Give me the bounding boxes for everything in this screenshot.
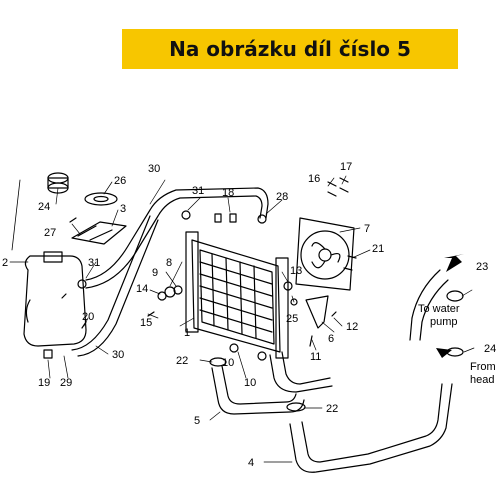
- fastener-18b: [229, 213, 237, 223]
- callout-23: 23: [476, 261, 488, 273]
- callout-10-top: 10: [222, 357, 234, 369]
- callout-labels: 1 2 3 4 5 6 7 8 9 10 10 11 12 13 14 15 1…: [2, 161, 496, 469]
- callout-10-bottom: 10: [244, 377, 256, 389]
- note-from-head-line1: From: [470, 361, 496, 373]
- screw-12: [331, 311, 337, 317]
- hose-clamp-22-right: [286, 402, 306, 412]
- callout-12: 12: [346, 321, 358, 333]
- callout-7: 7: [364, 223, 370, 235]
- callout-28: 28: [276, 191, 288, 203]
- lower-hose-5: [211, 351, 333, 415]
- grommet-10a: [229, 343, 239, 353]
- callout-22-left: 22: [176, 355, 188, 367]
- callout-20: 20: [82, 311, 94, 323]
- expansion-tank: [23, 251, 87, 347]
- callout-2: 2: [2, 257, 8, 269]
- callout-13: 13: [290, 265, 302, 277]
- callout-22-right: 22: [326, 403, 338, 415]
- callout-6: 6: [328, 333, 334, 345]
- callout-8: 8: [166, 257, 172, 269]
- clamp-31-top: [181, 210, 191, 220]
- callout-30-top: 30: [148, 163, 160, 175]
- leader-lines: [9, 175, 475, 463]
- callout-5: 5: [194, 415, 200, 427]
- screw-25: [290, 298, 298, 306]
- callout-26: 26: [114, 175, 126, 187]
- screws-21: [343, 255, 357, 271]
- callout-21: 21: [372, 243, 384, 255]
- washer-14: [157, 291, 167, 301]
- callout-19: 19: [38, 377, 50, 389]
- hose-clamp-23: [446, 290, 464, 302]
- callout-11: 11: [310, 351, 321, 363]
- clamp-31-tank: [77, 279, 87, 289]
- overflow-hose-30: [71, 187, 269, 357]
- tank-bracket: [71, 221, 127, 245]
- callout-14: 14: [136, 283, 148, 295]
- grommet-9: [173, 285, 183, 295]
- screw-11: [309, 335, 313, 347]
- callout-25: 25: [286, 313, 298, 325]
- callout-27: 27: [44, 227, 56, 239]
- screw-27: [69, 217, 77, 223]
- note-to-water-pump-line1: To water: [418, 303, 460, 315]
- callout-9: 9: [152, 267, 158, 279]
- grommet-10b: [257, 351, 267, 361]
- callout-17: 17: [340, 161, 352, 173]
- callout-24-right: 24: [484, 343, 496, 355]
- callout-16: 16: [308, 173, 320, 185]
- note-to-water-pump-line2: pump: [430, 316, 458, 328]
- part-number-banner: Na obrázku díl číslo 5: [122, 29, 458, 69]
- fastener-18a: [214, 213, 222, 223]
- callout-24-left: 24: [38, 201, 50, 213]
- bracket-line-2: [11, 179, 21, 251]
- callout-15: 15: [140, 317, 152, 329]
- fan-bracket-6: [305, 295, 329, 329]
- note-from-head-line2: head: [470, 374, 494, 386]
- screws-16: [327, 181, 337, 197]
- callout-1: 1: [184, 327, 190, 339]
- callout-3: 3: [120, 203, 126, 215]
- screw-15: [147, 311, 155, 317]
- callout-31-top: 31: [192, 185, 204, 197]
- clamp-28: [257, 214, 267, 224]
- flow-notes: To water pump From head: [418, 303, 496, 386]
- callout-4: 4: [248, 457, 254, 469]
- radiator: [185, 231, 289, 359]
- cooling-fan: [295, 217, 355, 291]
- grommet-26: [84, 192, 118, 206]
- callout-30-bottom: 30: [112, 349, 124, 361]
- clip-19: [43, 349, 53, 359]
- callout-29: 29: [60, 377, 72, 389]
- callout-18: 18: [222, 187, 234, 199]
- callout-31-tank: 31: [88, 257, 100, 269]
- return-hose-4: [289, 269, 453, 473]
- flow-arrows: [436, 254, 464, 358]
